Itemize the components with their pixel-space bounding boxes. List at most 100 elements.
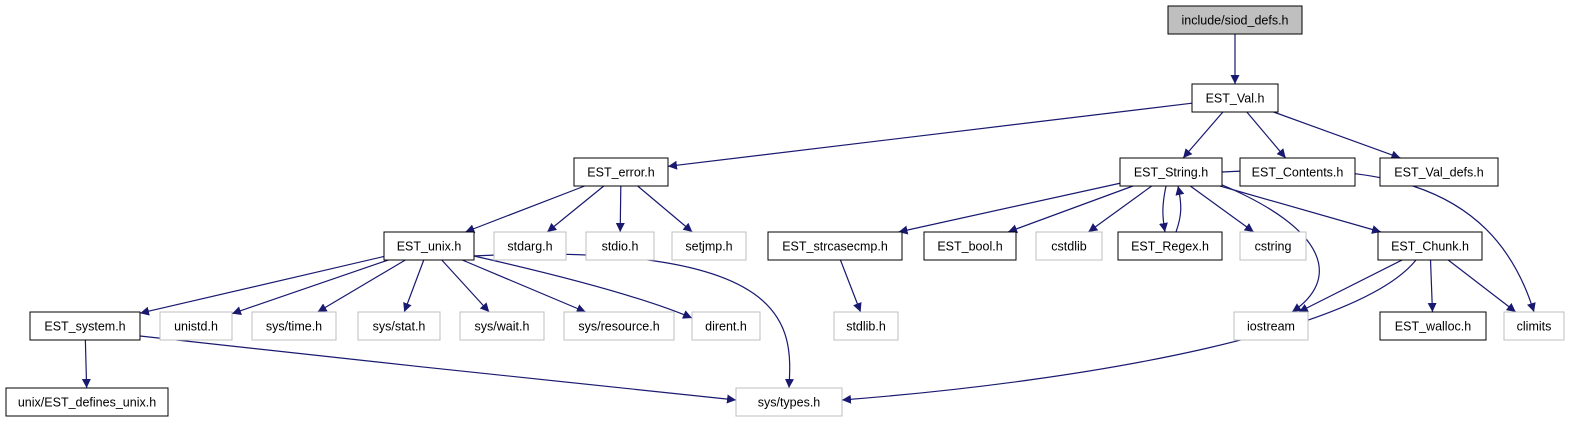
edge-est_system-to-unix_est_defines [81, 339, 91, 389]
edge-est_val-to-est_val_defs [1273, 111, 1401, 160]
node-est_unix[interactable]: EST_unix.h [383, 231, 475, 261]
node-label-stdarg: stdarg.h [507, 240, 552, 254]
node-box-est_val [1191, 83, 1279, 113]
node-est_regex[interactable]: EST_Regex.h [1117, 231, 1223, 261]
node-box-climits [1503, 311, 1565, 341]
node-sys_time: sys/time.h [251, 311, 337, 341]
node-stdarg: stdarg.h [493, 231, 567, 261]
node-label-climits: climits [1517, 320, 1552, 334]
node-box-est_string [1119, 157, 1223, 187]
node-est_val_defs[interactable]: EST_Val_defs.h [1379, 157, 1499, 187]
node-box-sys_resource [563, 311, 675, 341]
node-setjmp: setjmp.h [671, 231, 747, 261]
node-box-est_walloc [1379, 311, 1487, 341]
edge-est_unix-to-sys_wait [441, 259, 490, 313]
node-siod_defs[interactable]: include/siod_defs.h [1167, 5, 1303, 35]
edge-est_string-to-est_regex [1159, 185, 1168, 233]
node-stdlib: stdlib.h [833, 311, 899, 341]
node-unix_est_defines[interactable]: unix/EST_defines_unix.h [5, 387, 169, 417]
edge-est_val-to-est_string [1182, 111, 1224, 159]
node-label-sys_time: sys/time.h [266, 320, 322, 334]
node-est_val[interactable]: EST_Val.h [1191, 83, 1279, 113]
edge-est_unix-to-sys_stat [403, 259, 425, 313]
node-label-cstdlib: cstdlib [1051, 240, 1086, 254]
edge-est_string-to-est_strcasecmp [898, 182, 1121, 235]
node-label-unistd: unistd.h [174, 320, 218, 334]
node-label-iostream: iostream [1247, 320, 1295, 334]
node-est_bool[interactable]: EST_bool.h [923, 231, 1017, 261]
node-label-est_walloc: EST_walloc.h [1395, 320, 1471, 334]
edge-est_unix-to-dirent [473, 255, 693, 319]
node-label-dirent: dirent.h [705, 320, 747, 334]
node-est_system[interactable]: EST_system.h [29, 311, 141, 341]
node-label-est_system: EST_system.h [44, 320, 125, 334]
node-box-sys_stat [357, 311, 441, 341]
node-box-dirent [691, 311, 761, 341]
node-label-est_contents: EST_Contents.h [1252, 166, 1344, 180]
edge-est_string-to-est_chunk [1219, 185, 1382, 234]
node-label-stdlib: stdlib.h [846, 320, 886, 334]
node-label-est_string: EST_String.h [1134, 166, 1208, 180]
node-sys_wait: sys/wait.h [459, 311, 545, 341]
node-cstdlib: cstdlib [1035, 231, 1103, 261]
node-box-iostream [1233, 311, 1309, 341]
node-sys_resource: sys/resource.h [563, 311, 675, 341]
node-label-est_unix: EST_unix.h [397, 240, 462, 254]
node-label-est_regex: EST_Regex.h [1131, 240, 1209, 254]
node-est_error[interactable]: EST_error.h [573, 157, 669, 187]
node-box-est_chunk [1377, 231, 1483, 261]
edge-est_string-to-est_bool [1007, 185, 1134, 234]
node-label-est_strcasecmp: EST_strcasecmp.h [782, 240, 888, 254]
node-label-cstring: cstring [1255, 240, 1292, 254]
node-box-siod_defs [1167, 5, 1303, 35]
node-box-cstdlib [1035, 231, 1103, 261]
node-box-stdio [585, 231, 655, 261]
node-box-unistd [159, 311, 233, 341]
node-label-sys_resource: sys/resource.h [578, 320, 659, 334]
node-label-siod_defs: include/siod_defs.h [1181, 14, 1288, 28]
node-est_chunk[interactable]: EST_Chunk.h [1377, 231, 1483, 261]
node-box-est_val_defs [1379, 157, 1499, 187]
node-sys_stat: sys/stat.h [357, 311, 441, 341]
node-est_walloc[interactable]: EST_walloc.h [1379, 311, 1487, 341]
node-est_string[interactable]: EST_String.h [1119, 157, 1223, 187]
edge-est_error-to-setjmp [637, 185, 693, 233]
edge-est_strcasecmp-to-stdlib [839, 259, 862, 313]
node-box-stdlib [833, 311, 899, 341]
node-sys_types: sys/types.h [735, 387, 843, 417]
node-box-est_regex [1117, 231, 1223, 261]
node-unistd: unistd.h [159, 311, 233, 341]
edge-est_unix-to-sys_resource [462, 259, 586, 313]
edge-est_unix-to-unistd [231, 259, 389, 315]
edge-est_val-to-est_error [667, 102, 1193, 170]
node-label-est_val: EST_Val.h [1206, 92, 1265, 106]
node-box-est_system [29, 311, 141, 341]
node-box-sys_wait [459, 311, 545, 341]
node-label-est_bool: EST_bool.h [937, 240, 1002, 254]
node-cstring: cstring [1239, 231, 1307, 261]
edges-layer [81, 34, 1536, 404]
node-label-est_val_defs: EST_Val_defs.h [1394, 166, 1483, 180]
node-iostream: iostream [1233, 311, 1309, 341]
node-est_strcasecmp[interactable]: EST_strcasecmp.h [767, 231, 903, 261]
node-box-est_error [573, 157, 669, 187]
node-est_contents[interactable]: EST_Contents.h [1239, 157, 1356, 187]
edge-est_regex-to-est_string [1175, 185, 1185, 233]
node-box-est_bool [923, 231, 1017, 261]
node-box-stdarg [493, 231, 567, 261]
node-box-cstring [1239, 231, 1307, 261]
edge-est_system-to-sys_types [139, 335, 737, 404]
node-stdio: stdio.h [585, 231, 655, 261]
node-dirent: dirent.h [691, 311, 761, 341]
edge-est_unix-to-est_system [139, 255, 385, 316]
node-box-sys_time [251, 311, 337, 341]
edge-est_error-to-stdarg [546, 185, 605, 233]
node-label-setjmp: setjmp.h [685, 240, 732, 254]
node-label-sys_stat: sys/stat.h [373, 320, 426, 334]
node-box-unix_est_defines [5, 387, 169, 417]
edge-est_string-to-cstdlib [1087, 185, 1153, 233]
edge-est_error-to-stdio [615, 185, 625, 233]
node-label-est_chunk: EST_Chunk.h [1391, 240, 1469, 254]
